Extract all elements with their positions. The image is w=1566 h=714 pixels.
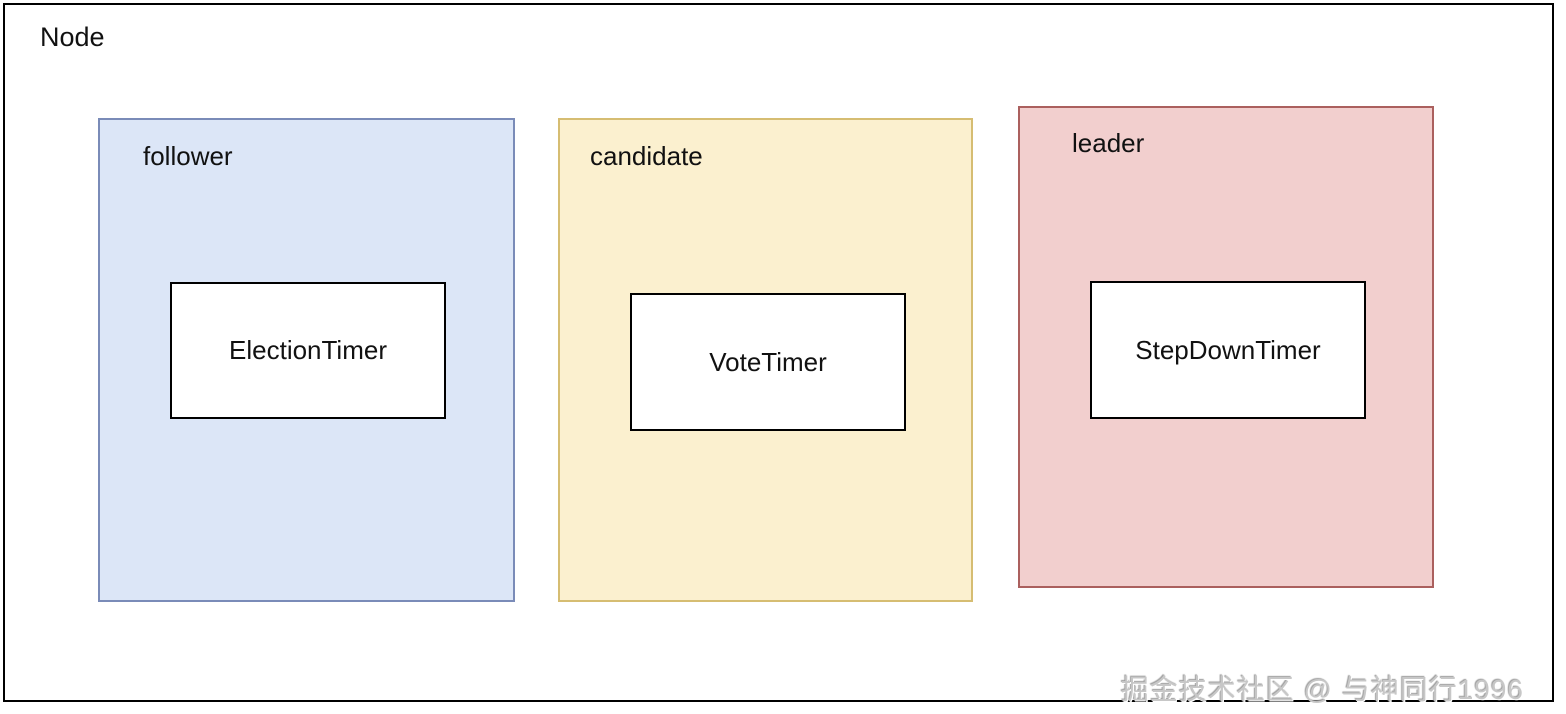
- vote-timer-box: VoteTimer: [630, 293, 906, 431]
- election-timer-box: ElectionTimer: [170, 282, 446, 419]
- follower-label: follower: [143, 141, 233, 171]
- watermark-text: 掘金技术社区 @ 与神同行1996: [1120, 674, 1524, 705]
- follower-state-box: follower ElectionTimer: [98, 118, 515, 602]
- candidate-state-box: candidate VoteTimer: [558, 118, 973, 602]
- node-container: Node follower ElectionTimer candidate Vo…: [3, 3, 1554, 705]
- leader-label: leader: [1072, 128, 1145, 158]
- leader-state-box: leader StepDownTimer: [1018, 106, 1434, 588]
- stepdown-timer-label: StepDownTimer: [1135, 334, 1321, 365]
- candidate-label: candidate: [590, 141, 703, 171]
- vote-timer-label: VoteTimer: [709, 346, 827, 377]
- stepdown-timer-box: StepDownTimer: [1090, 281, 1366, 419]
- node-title: Node: [40, 22, 105, 52]
- election-timer-label: ElectionTimer: [229, 335, 387, 365]
